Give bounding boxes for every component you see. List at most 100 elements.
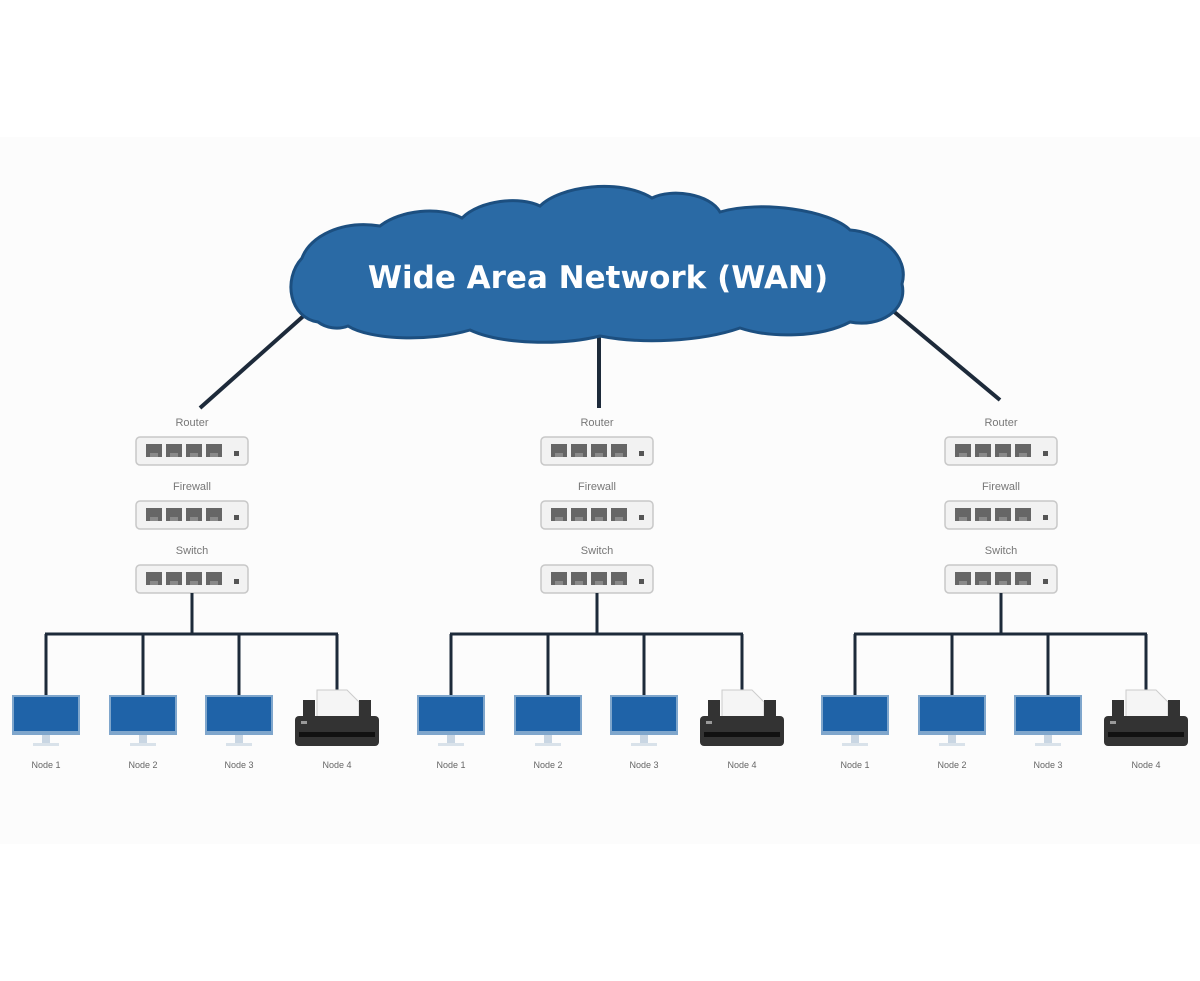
port-notch [150, 517, 158, 521]
monitor-screen [920, 697, 984, 731]
firewall-label: Firewall [173, 481, 211, 493]
monitor-stand [235, 735, 243, 743]
printer-button [706, 721, 712, 724]
port-notch [999, 517, 1007, 521]
port-notch [999, 581, 1007, 585]
printer-side-right [1168, 700, 1180, 718]
uplink-site-3 [890, 308, 1002, 402]
node-label: Node 1 [436, 760, 465, 770]
status-led-icon [639, 579, 644, 584]
monitor-screen [14, 697, 78, 731]
uplink-site-1 [198, 310, 310, 410]
node-label: Node 3 [224, 760, 253, 770]
port-notch [190, 453, 198, 457]
port-notch [615, 453, 623, 457]
port-notch [959, 581, 967, 585]
port-notch [595, 517, 603, 521]
monitor-base [842, 743, 868, 746]
switch-device: Switch [944, 545, 1058, 594]
monitor-screen [1016, 697, 1080, 731]
router-label: Router [984, 417, 1017, 429]
port-notch [190, 581, 198, 585]
printer-button [301, 721, 307, 724]
monitor-stand [851, 735, 859, 743]
uplinks [198, 308, 1002, 410]
monitor-base [226, 743, 252, 746]
port-notch [575, 581, 583, 585]
node-label: Node 1 [840, 760, 869, 770]
node-3: Node 3 [610, 634, 678, 770]
port-notch [1019, 453, 1027, 457]
firewall-device: Firewall [944, 481, 1058, 530]
monitor-stand [42, 735, 50, 743]
status-led-icon [639, 451, 644, 456]
switch-device: Switch [135, 545, 249, 594]
port-notch [1019, 581, 1027, 585]
monitor-stand [139, 735, 147, 743]
printer-paper [721, 689, 765, 719]
port-notch [210, 581, 218, 585]
port-notch [555, 517, 563, 521]
monitor-screen [612, 697, 676, 731]
switch-device: Switch [540, 545, 654, 594]
node-2: Node 2 [918, 634, 986, 770]
printer-button [1110, 721, 1116, 724]
node-label: Node 2 [533, 760, 562, 770]
port-notch [615, 517, 623, 521]
monitor-base [33, 743, 59, 746]
switch-label: Switch [985, 545, 1017, 557]
node-1: Node 1 [12, 634, 80, 770]
status-led-icon [1043, 515, 1048, 520]
port-notch [575, 517, 583, 521]
port-notch [979, 581, 987, 585]
port-notch [555, 453, 563, 457]
printer-side-left [303, 700, 315, 718]
firewall-label: Firewall [982, 481, 1020, 493]
port-notch [170, 453, 178, 457]
printer-tray [704, 732, 780, 737]
monitor-stand [1044, 735, 1052, 743]
printer-side-left [1112, 700, 1124, 718]
monitor-base [130, 743, 156, 746]
firewall-device: Firewall [540, 481, 654, 530]
monitor-base [631, 743, 657, 746]
switch-label: Switch [176, 545, 208, 557]
port-notch [1019, 517, 1027, 521]
firewall-device: Firewall [135, 481, 249, 530]
status-led-icon [639, 515, 644, 520]
node-1: Node 1 [821, 634, 889, 770]
node-3: Node 3 [205, 634, 273, 770]
router-device: Router [135, 417, 249, 466]
router-device: Router [944, 417, 1058, 466]
printer-side-left [708, 700, 720, 718]
monitor-screen [207, 697, 271, 731]
printer-tray [299, 732, 375, 737]
cloud-title: Wide Area Network (WAN) [368, 260, 828, 296]
printer-tray [1108, 732, 1184, 737]
node-label: Node 1 [31, 760, 60, 770]
port-notch [150, 453, 158, 457]
router-label: Router [580, 417, 613, 429]
monitor-base [939, 743, 965, 746]
monitor-screen [516, 697, 580, 731]
printer-paper [1125, 689, 1169, 719]
node-label: Node 2 [937, 760, 966, 770]
router-label: Router [175, 417, 208, 429]
monitor-screen [419, 697, 483, 731]
port-notch [210, 453, 218, 457]
port-notch [555, 581, 563, 585]
status-led-icon [1043, 451, 1048, 456]
node-4: Node 4 [1104, 634, 1188, 770]
monitor-stand [948, 735, 956, 743]
node-label: Node 4 [322, 760, 351, 770]
monitor-base [438, 743, 464, 746]
monitor-base [535, 743, 561, 746]
cloud-shape [289, 184, 905, 344]
node-3: Node 3 [1014, 634, 1082, 770]
firewall-label: Firewall [578, 481, 616, 493]
port-notch [170, 517, 178, 521]
port-notch [959, 453, 967, 457]
port-notch [595, 581, 603, 585]
